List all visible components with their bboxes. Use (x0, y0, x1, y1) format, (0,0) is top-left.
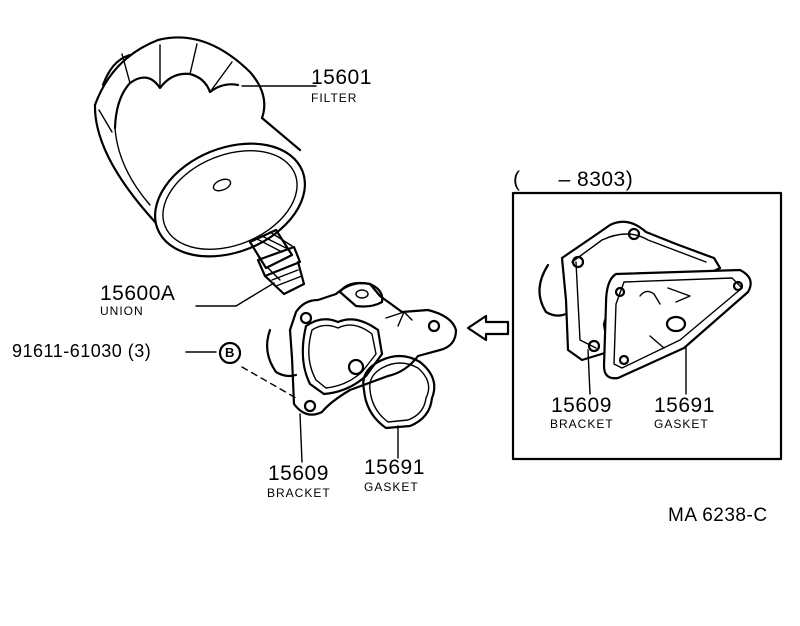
bolt-part-number: 91611-61030 (3) (12, 341, 152, 361)
direction-arrow (466, 314, 510, 342)
inset-frame (511, 191, 783, 461)
union-part-number: 15600A (100, 282, 176, 305)
gasket-main-name: GASKET (364, 480, 419, 494)
gasket-inset-name: GASKET (654, 417, 709, 431)
gasket-inset-drawing (602, 268, 752, 380)
filter-part-number: 15601 (311, 66, 372, 89)
gasket-main-number: 15691 (364, 456, 425, 479)
bracket-main-number: 15609 (268, 462, 329, 485)
bracket-inset-number: 15609 (551, 394, 612, 417)
gasket-main-drawing (362, 354, 436, 430)
bracket-main-name: BRACKET (267, 486, 331, 500)
inset-range-label: ( – 8303) (513, 168, 634, 191)
oil-filter-drawing (93, 36, 306, 258)
filter-part-name: FILTER (311, 91, 358, 105)
diagram-code: MA 6238-C (668, 505, 768, 526)
union-part-name: UNION (100, 304, 144, 318)
bolt-badge-letter: B (225, 345, 235, 360)
bolt-badge-b (218, 341, 242, 365)
union-drawing (248, 228, 306, 296)
gasket-inset-number: 15691 (654, 394, 715, 417)
bracket-inset-name: BRACKET (550, 417, 614, 431)
leader-lines (185, 85, 687, 463)
